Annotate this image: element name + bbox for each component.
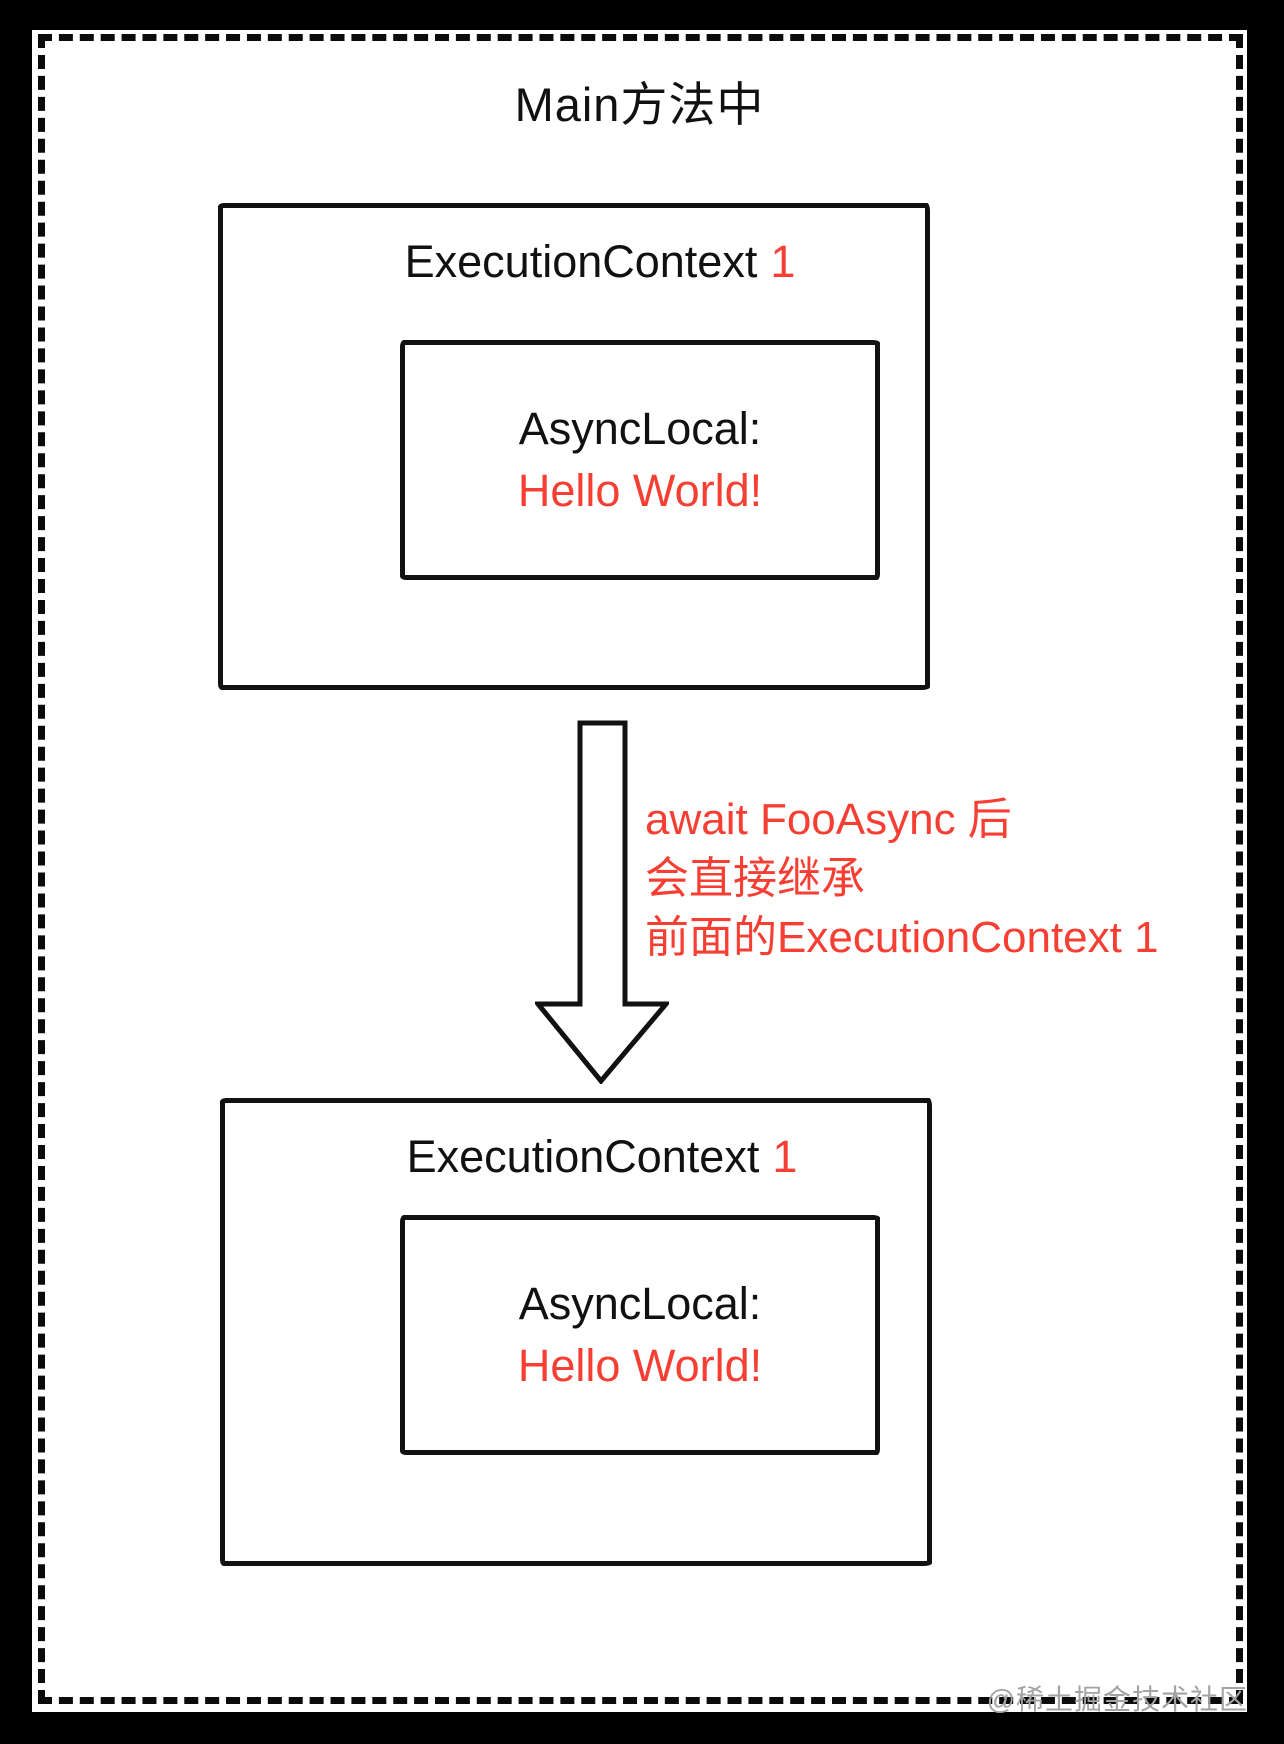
async-local-box-bottom: AsyncLocal: Hello World! xyxy=(400,1215,880,1455)
async-local-value: Hello World! xyxy=(517,465,763,516)
async-local-label: AsyncLocal: xyxy=(518,1277,762,1329)
down-arrow-icon xyxy=(535,720,669,1084)
arrow-annotation-line: 前面的ExecutionContext 1 xyxy=(645,913,1159,962)
async-local-box-top: AsyncLocal: Hello World! xyxy=(400,340,880,580)
execution-context-number: 1 xyxy=(770,236,796,287)
execution-context-number: 1 xyxy=(772,1131,798,1182)
watermark: @稀土掘金技术社区 xyxy=(986,1684,1248,1715)
arrow-annotation-line: await FooAsync 后 xyxy=(645,795,1012,844)
arrow-annotation: await FooAsync 后 会直接继承 前面的ExecutionConte… xyxy=(645,790,1159,967)
execution-context-label-text: ExecutionContext xyxy=(404,236,758,287)
async-local-value: Hello World! xyxy=(517,1340,763,1391)
diagram-title: Main方法中 xyxy=(514,78,765,131)
execution-context-label-text: ExecutionContext xyxy=(406,1131,760,1182)
async-local-label: AsyncLocal: xyxy=(518,402,762,454)
arrow-annotation-line: 会直接继承 xyxy=(645,854,865,903)
